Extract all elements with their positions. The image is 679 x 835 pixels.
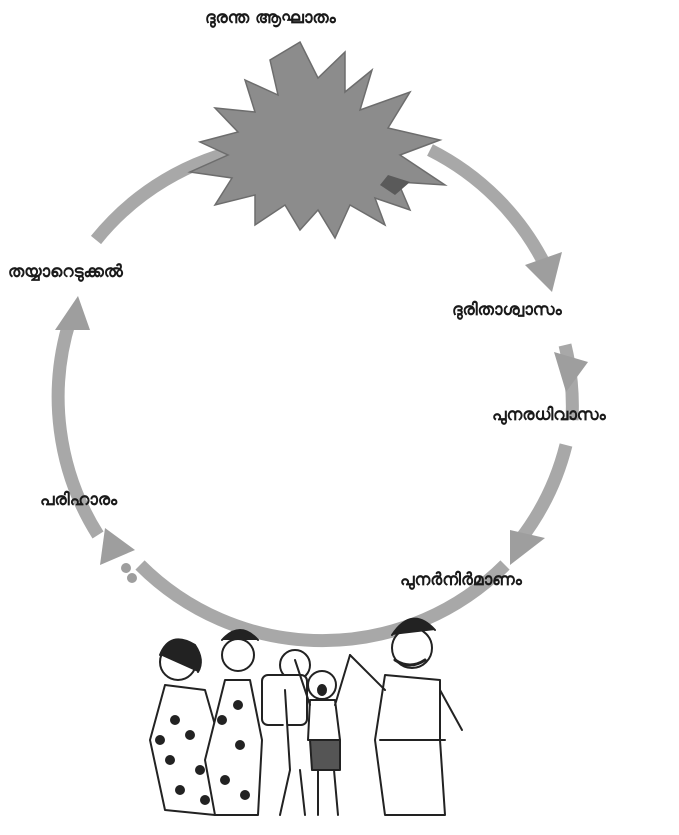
stage-relief: ദുരിതാശ്വാസം [452, 300, 562, 320]
arrow-head-stage4 [100, 528, 135, 565]
ring-arc-bottom-right [514, 443, 573, 544]
stage-rehabilitation: പുനരധിവാസം [492, 405, 606, 425]
arrow-head-stage3 [510, 530, 545, 565]
stage-reconstruction: പുനർനിർമാണം [400, 570, 522, 590]
child-figure [294, 654, 351, 816]
displaced-family-illustration [149, 617, 463, 816]
ring-arc-left [51, 318, 104, 539]
stage-preparedness: തയ്യാറെടുക്കൽ [8, 262, 123, 282]
stage-mitigation: പരിഹാരം [40, 490, 118, 510]
ring-arc-bottom [135, 560, 510, 648]
diagram-title: ദുരന്ത ആഘാതം [205, 8, 336, 28]
arrow-head-stage5 [55, 296, 90, 330]
cycle-arrow-ring [51, 141, 588, 648]
ring-dot [127, 573, 137, 583]
arrow-head-stage2 [554, 352, 588, 392]
ring-arc-right [427, 144, 551, 268]
explosion-burst-icon [187, 40, 448, 240]
burst-shape [187, 40, 448, 240]
ring-dot [121, 563, 131, 573]
man-with-bundle-figure [261, 649, 311, 816]
woman-with-bundle-figure [204, 629, 263, 816]
arrow-head-stage1 [525, 252, 562, 292]
man-figure [349, 617, 463, 816]
burst-shadow [380, 175, 410, 195]
